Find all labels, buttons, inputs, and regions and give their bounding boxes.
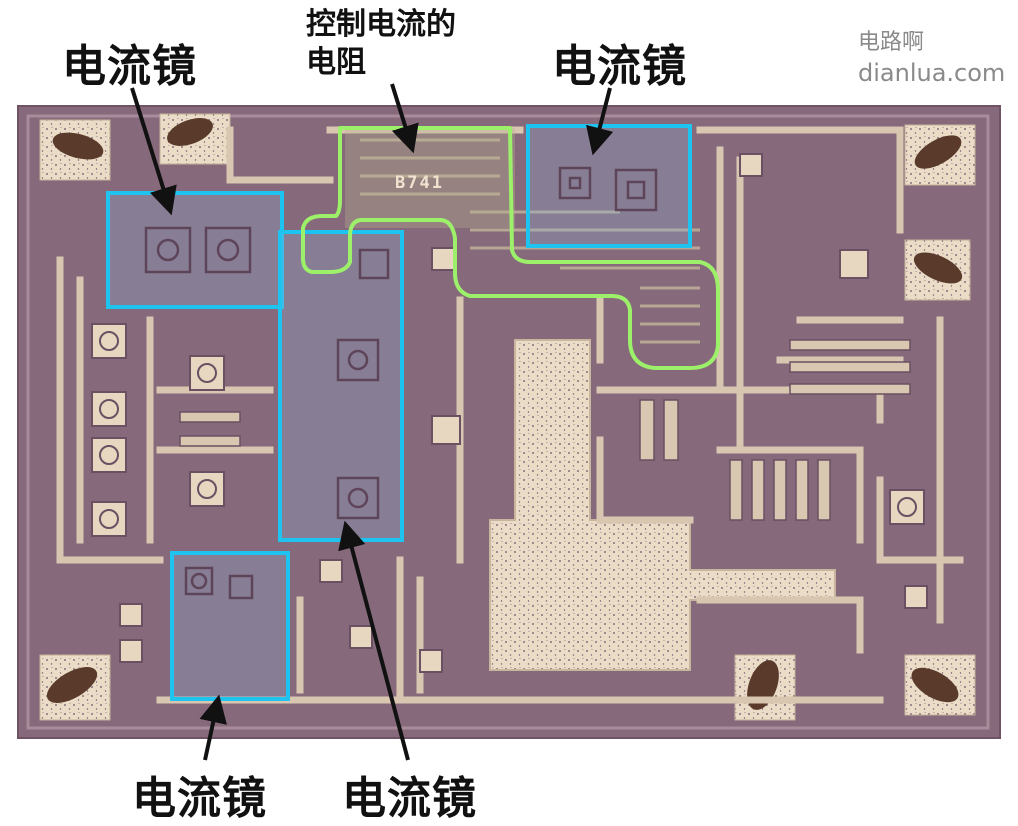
arrow-bottom-middle	[338, 520, 410, 761]
bond-wire-blob	[52, 132, 104, 160]
watermark-line2: dianlua.com	[858, 59, 1006, 87]
bond-pads	[39, 113, 976, 721]
mirror-box-top-left	[106, 191, 284, 309]
contact	[431, 247, 455, 271]
arrow-top-left	[130, 87, 177, 216]
label-resistor-line1: 控制电流的	[306, 7, 456, 42]
contact	[119, 603, 143, 627]
stripe-structures	[179, 339, 911, 521]
bond-wire-blob	[913, 252, 963, 284]
resistor-highlight-outline	[300, 126, 720, 370]
mirror-transistors	[144, 166, 658, 600]
contact	[119, 639, 143, 663]
label-current-mirror-bottom-middle: 电流镜	[342, 773, 477, 824]
mirror-box-top-right	[526, 124, 692, 248]
arrow-top-right	[586, 87, 614, 156]
contact	[349, 625, 373, 649]
bond-wire-blob	[46, 667, 98, 703]
mirror-box-bottom-left	[170, 551, 290, 701]
contact	[419, 649, 443, 673]
arrow-resistor	[390, 83, 419, 154]
arrow-bottom-left	[199, 694, 227, 761]
label-resistor-line2: 电阻	[306, 45, 366, 80]
mirror-box-middle	[278, 230, 404, 542]
bond-wire-blob	[911, 667, 959, 703]
contact	[431, 415, 461, 445]
bond-wire-blob	[914, 135, 962, 169]
chip-marking-text: B741	[395, 173, 444, 193]
contact	[91, 437, 127, 473]
contact-rings	[99, 331, 917, 529]
contact	[91, 501, 127, 537]
contact	[904, 585, 928, 609]
label-current-mirror-bottom-left: 电流镜	[132, 773, 267, 824]
bond-wire-blob	[167, 118, 213, 146]
contact	[739, 153, 763, 177]
resistor-fill	[345, 128, 515, 228]
contact	[91, 323, 127, 359]
contact	[839, 249, 869, 279]
watermark: 电路啊 dianlua.com	[858, 28, 1005, 88]
contact	[91, 391, 127, 427]
watermark-line1: 电路啊	[858, 30, 925, 55]
contact	[319, 559, 343, 583]
contact	[889, 489, 925, 525]
label-current-mirror-top-right: 电流镜	[552, 41, 687, 92]
die-inner-frame	[26, 114, 990, 730]
contact	[189, 471, 225, 507]
label-current-mirror-top-left: 电流镜	[62, 41, 197, 92]
device-contacts	[91, 153, 928, 673]
annotation-arrows	[130, 83, 614, 761]
contact	[189, 355, 225, 391]
